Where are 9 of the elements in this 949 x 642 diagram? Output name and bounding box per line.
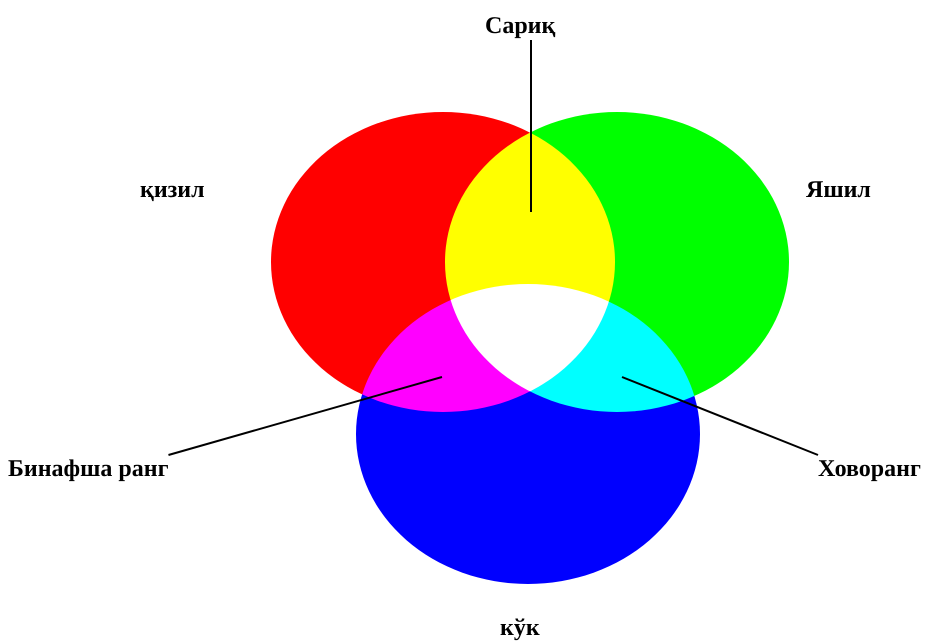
- color-name-label: кўк: [500, 614, 540, 642]
- leader-line: [530, 40, 532, 212]
- color-name-label: Бинафша ранг: [8, 455, 168, 483]
- leader-line: [168, 376, 442, 456]
- color-name-label: Ховоранг: [818, 455, 921, 483]
- leader-line: [622, 376, 818, 456]
- color-name-label: қизил: [140, 176, 205, 204]
- color-name-label: Сариқ: [485, 12, 556, 40]
- color-name-label: Яшил: [806, 176, 871, 204]
